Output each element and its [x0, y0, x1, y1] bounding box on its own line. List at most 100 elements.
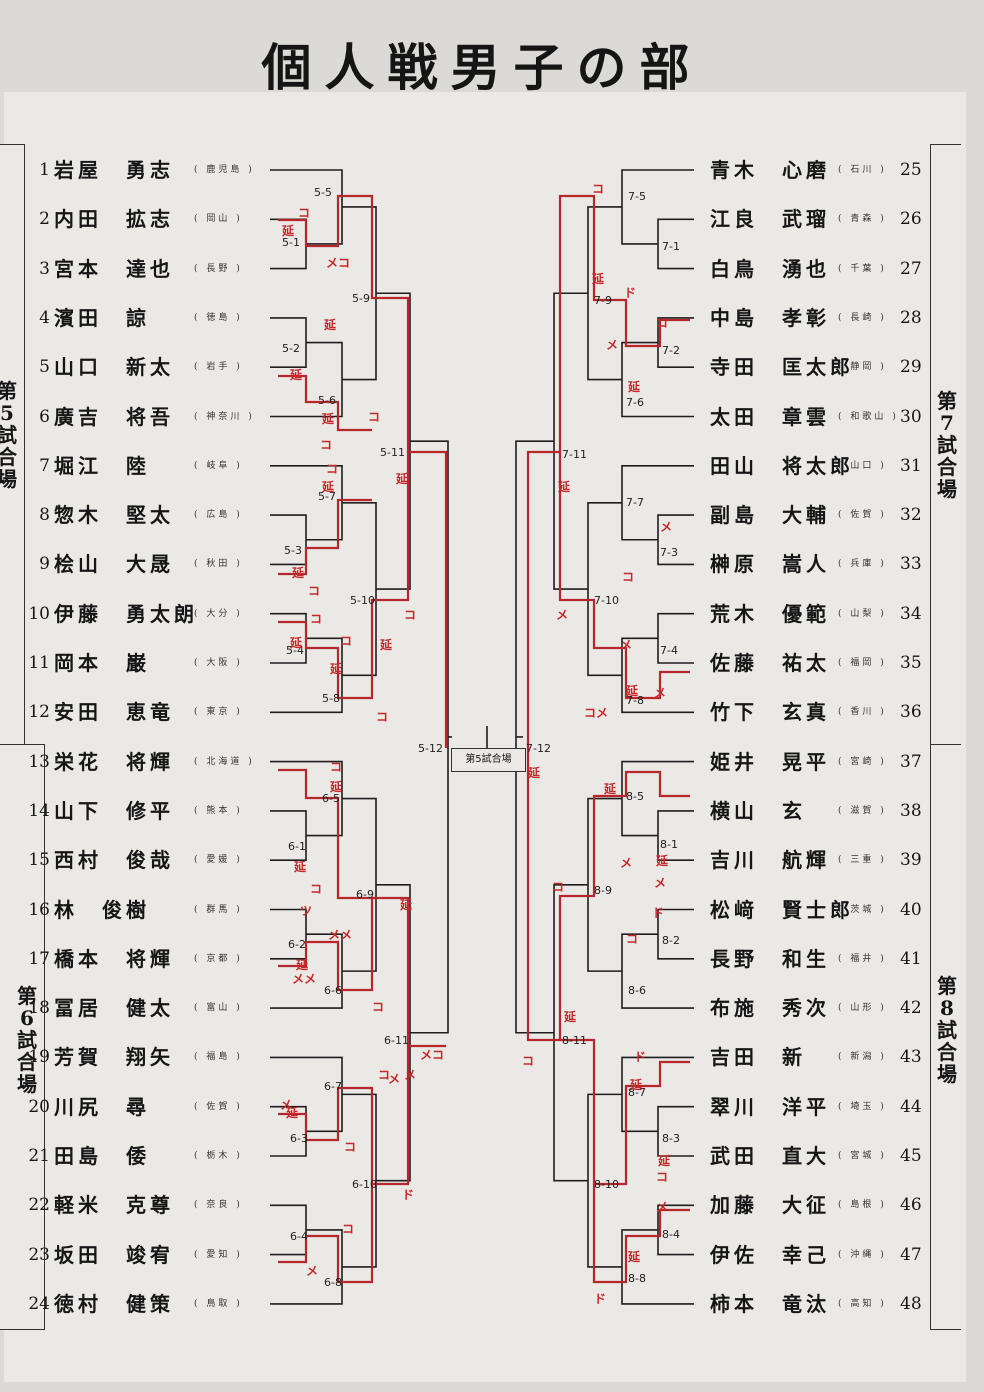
player-entry: 8惣木 堅太広島: [0, 498, 270, 532]
player-number: 48: [900, 1293, 922, 1314]
match-label: 5-10: [350, 594, 375, 607]
annotation-mark: コ: [376, 710, 389, 724]
player-number: 33: [900, 554, 922, 575]
player-prefecture: 熊本: [194, 794, 243, 828]
player-number: 23: [28, 1244, 50, 1265]
annotation-mark: コ: [344, 1140, 357, 1154]
venue-box-7: [930, 144, 961, 746]
annotation-mark: 延: [528, 766, 541, 780]
annotation-mark: コ: [378, 1068, 391, 1082]
player-prefecture: 香川: [838, 695, 887, 729]
player-number: 19: [28, 1047, 50, 1068]
match-label: 6-8: [324, 1276, 342, 1289]
player-name: 加藤 大征: [710, 1193, 830, 1218]
player-name: 山口 新太: [54, 355, 174, 380]
player-name: 横山 玄: [710, 798, 806, 823]
annotation-mark: 延: [558, 480, 571, 494]
bracket-sheet: [4, 92, 966, 1382]
annotation-mark: 延: [400, 898, 413, 912]
annotation-mark: コ: [320, 438, 333, 452]
player-number: 3: [39, 258, 50, 279]
annotation-mark: ド: [634, 1050, 647, 1064]
player-prefecture: 岡山: [194, 202, 243, 236]
annotation-mark: メ: [654, 876, 667, 890]
player-name: 荒木 優範: [710, 601, 830, 626]
annotation-mark: 延: [286, 1106, 299, 1120]
player-name: 徳村 健策: [54, 1291, 174, 1316]
match-label: 8-8: [628, 1272, 646, 1285]
player-number: 37: [900, 751, 922, 772]
player-prefecture: 宮城: [838, 1139, 887, 1173]
annotation-mark: コ: [522, 1054, 535, 1068]
player-number: 22: [28, 1195, 50, 1216]
player-prefecture: 和歌山: [838, 400, 899, 434]
player-prefecture: 青森: [838, 202, 887, 236]
annotation-mark: コ: [308, 584, 321, 598]
annotation-mark: コ: [404, 608, 417, 622]
annotation-mark: コ: [622, 570, 635, 584]
player-name: 西村 俊哉: [54, 848, 174, 873]
match-label: 5-5: [314, 186, 332, 199]
match-label: 8-6: [628, 984, 646, 997]
player-name: 田山 将太郎: [710, 453, 854, 478]
player-prefecture: 北海道: [194, 745, 255, 779]
player-prefecture: 奈良: [194, 1188, 243, 1222]
player-prefecture: 石川: [838, 153, 887, 187]
player-number: 4: [39, 307, 50, 328]
player-name: 岩屋 勇志: [54, 158, 174, 182]
player-prefecture: 静岡: [838, 350, 887, 384]
annotation-mark: ド: [652, 906, 665, 920]
annotation-mark: コ: [592, 182, 605, 196]
annotation-mark: コ: [330, 760, 343, 774]
match-label: 7-2: [662, 344, 680, 357]
player-name: 田島 倭: [54, 1144, 150, 1168]
match-label: 8-4: [662, 1228, 680, 1241]
match-label: 5-9: [352, 292, 370, 305]
annotation-mark: コ: [368, 410, 381, 424]
player-number: 43: [900, 1047, 922, 1068]
annotation-mark: メ: [280, 1098, 293, 1112]
player-prefecture: 滋賀: [838, 794, 887, 828]
player-name: 吉田 新: [710, 1045, 806, 1070]
match-label: 5-12: [418, 742, 443, 755]
player-prefecture: 東京: [194, 695, 243, 729]
player-name: 布施 秀次: [710, 996, 830, 1021]
player-prefecture: 新潟: [838, 1040, 887, 1074]
match-label: 5-1: [282, 236, 300, 249]
player-name: 林 俊樹: [54, 897, 150, 922]
annotation-mark: 延: [658, 1154, 671, 1168]
match-label: 7-4: [660, 644, 678, 657]
player-number: 29: [900, 357, 922, 378]
annotation-mark: メメ: [328, 928, 353, 942]
annotation-mark: ド: [624, 286, 637, 300]
player-prefecture: 茨城: [838, 893, 887, 927]
annotation-mark: メコ: [326, 256, 351, 270]
annotation-mark: コメ: [584, 706, 609, 720]
player-prefecture: 京都: [194, 942, 243, 976]
player-name: 白鳥 湧也: [710, 256, 830, 281]
player-number: 18: [28, 998, 50, 1019]
player-prefecture: 佐賀: [194, 1090, 243, 1124]
player-number: 34: [900, 603, 922, 624]
player-prefecture: 大分: [194, 597, 243, 631]
annotation-mark: メ: [388, 1072, 401, 1086]
player-prefecture: 沖縄: [838, 1238, 887, 1272]
match-label: 6-1: [288, 840, 306, 853]
player-name: 松﨑 賢士郎: [710, 897, 854, 922]
player-prefecture: 大阪: [194, 646, 243, 680]
player-prefecture: 福井: [838, 942, 887, 976]
